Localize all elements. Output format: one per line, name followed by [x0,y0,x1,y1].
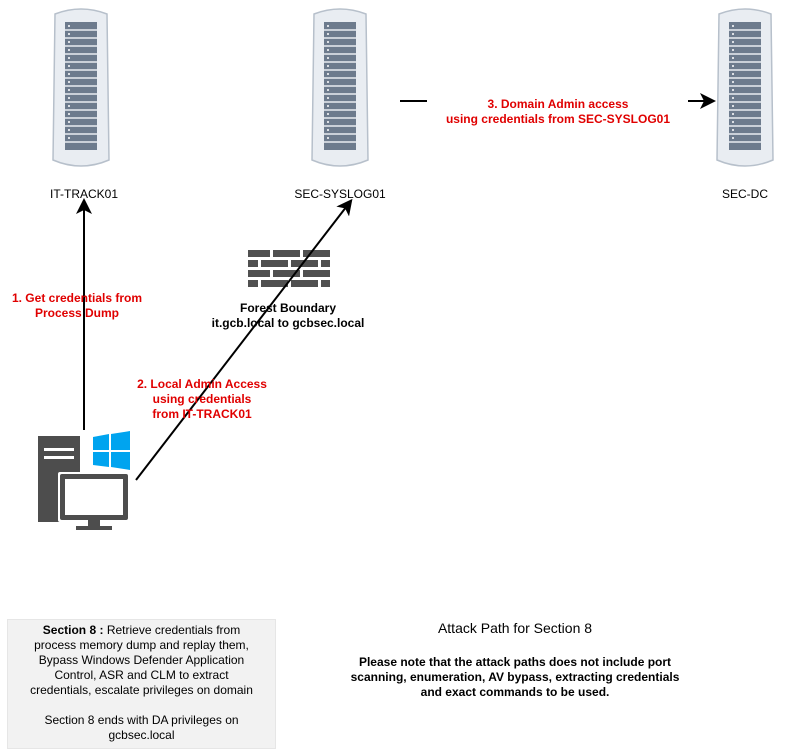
section-body-line: process memory dump and replay them, [34,638,249,652]
workstation-icon [38,436,130,530]
section-heading: Section 8 : [42,623,104,637]
firewall-icon [248,250,330,287]
step1-label: 1. Get credentials from Process Dump [11,291,143,320]
server-icon-sec-syslog01 [311,8,369,167]
arrow-step2 [135,198,353,481]
node-label-sec-syslog01: SEC-SYSLOG01 [294,187,386,201]
section-footer-line: gcbsec.local [108,728,175,742]
step3-label: 3. Domain Admin access using credentials… [445,97,671,126]
server-icon-it-track01 [52,8,110,167]
section-body-line: Retrieve credentials from [103,623,241,637]
windows-logo-icon [93,431,130,470]
step2-label: 2. Local Admin Access using credentials … [137,377,267,421]
node-label-it-track01: IT-TRACK01 [49,187,118,201]
section-body-line: Bypass Windows Defender Application [38,653,245,667]
section-description-box: Section 8 : Retrieve credentials from pr… [7,619,276,749]
section-body-line: Control, ASR and CLM to extract [54,668,229,682]
section-body-line: credentials, escalate privileges on doma… [30,683,253,697]
node-label-sec-dc: SEC-DC [721,187,768,201]
attack-path-note: Please note that the attack paths does n… [350,655,680,699]
attack-path-title: Attack Path for Section 8 [437,620,593,636]
firewall-label: Forest Boundary it.gcb.local to gcbsec.l… [211,301,365,330]
server-icon-sec-dc [716,8,774,167]
section-footer-line: Section 8 ends with DA privileges on [44,713,239,727]
